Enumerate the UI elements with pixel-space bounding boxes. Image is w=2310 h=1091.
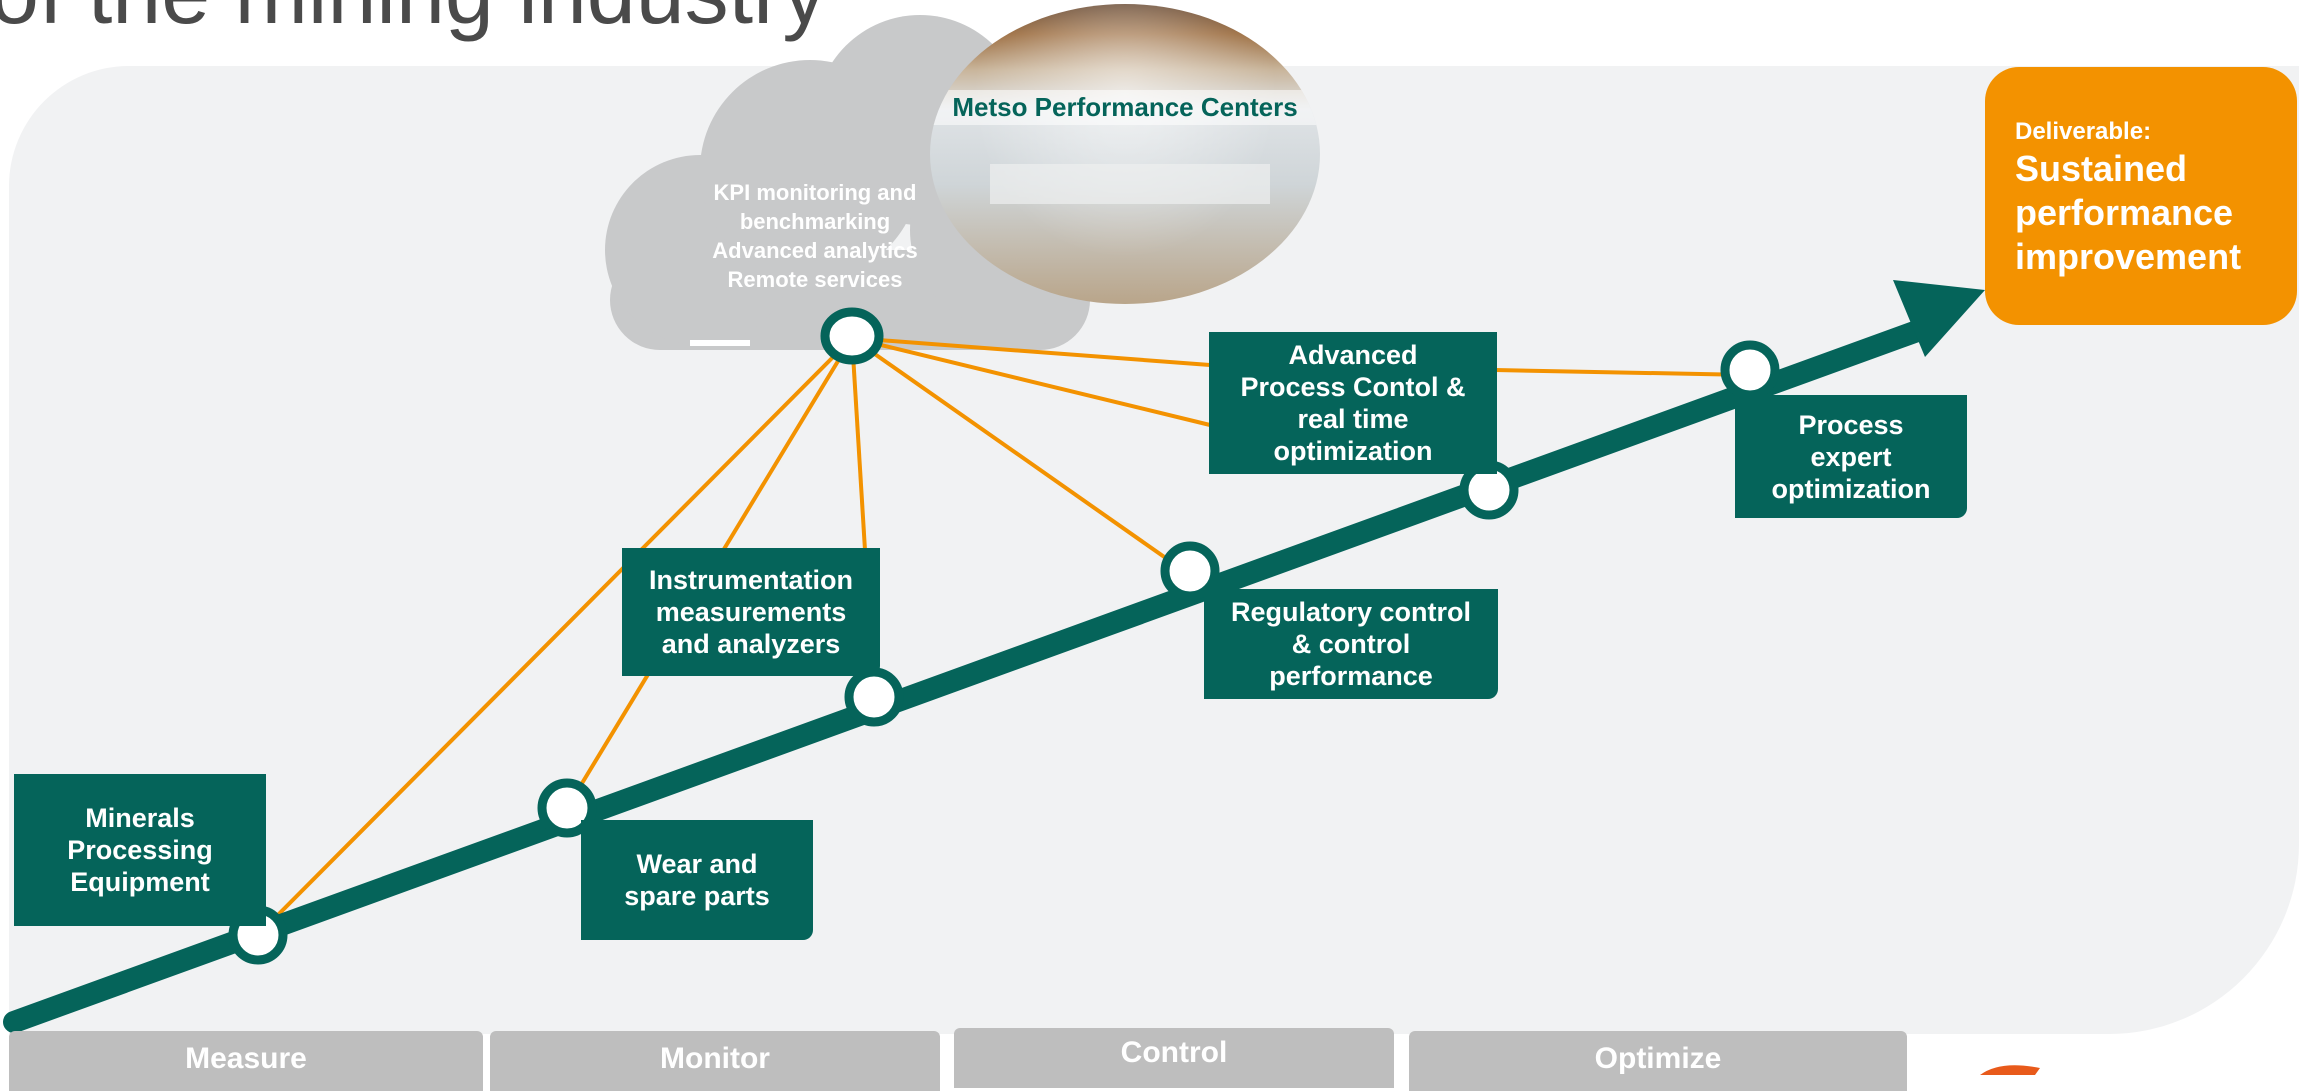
box-line: performance [1269, 661, 1433, 691]
box-line: optimization [1771, 473, 1931, 504]
cloud-line: Remote services [727, 267, 903, 292]
node-wear [537, 778, 597, 838]
box-wear-parts: Wear and spare parts [581, 820, 813, 940]
box-line: Process Contol & [1240, 372, 1466, 402]
cloud-services-text: KPI monitoring and benchmarking Advanced… [690, 178, 940, 294]
orange-swoosh-shape [1980, 1065, 2040, 1075]
slide-title: of the mining industry [0, 0, 826, 44]
box-process-expert: Process expert optimization [1735, 395, 1967, 518]
performance-centers-label: Metso Performance Centers [930, 90, 1320, 125]
cloud-line: KPI monitoring and [713, 180, 917, 205]
deliverable-value: Sustained performance improvement [2015, 148, 2242, 277]
cloud-line: Advanced analytics [712, 238, 918, 263]
performance-center-photo: Metso Performance Centers [930, 4, 1320, 304]
box-line: Advanced [1288, 340, 1418, 370]
box-line: measurements [655, 597, 847, 627]
box-line: Wear and [636, 849, 758, 879]
progress-arrow [3, 280, 1985, 1033]
deliverable-box: Deliverable: Sustained performance impro… [1985, 67, 2297, 325]
photo-desk-shape [990, 164, 1270, 204]
box-instrumentation: Instrumentation measurements and analyze… [622, 548, 880, 676]
box-line: Processing [67, 835, 213, 865]
box-line: & control [1291, 629, 1411, 659]
box-line: and analyzers [661, 629, 841, 659]
box-line: Minerals [85, 803, 195, 833]
box-regulatory-control: Regulatory control & control performance [1204, 589, 1498, 699]
box-line: Equipment [70, 867, 210, 897]
box-line: Instrumentation [648, 565, 853, 595]
box-line: Process [1798, 409, 1904, 440]
box-advanced-process-control: Advanced Process Contol & real time opti… [1209, 332, 1497, 474]
deliverable-label: Deliverable: [2015, 118, 2152, 145]
box-line: optimization [1273, 436, 1433, 466]
box-minerals-processing: Minerals Processing Equipment [14, 774, 266, 926]
node-regulatory [1160, 541, 1220, 601]
box-line: expert [1810, 441, 1892, 472]
box-line: spare parts [624, 881, 770, 911]
cloud-line: benchmarking [739, 209, 891, 234]
node-cloud [820, 307, 884, 365]
box-line: real time [1297, 404, 1409, 434]
box-line: Regulatory control [1230, 597, 1472, 627]
